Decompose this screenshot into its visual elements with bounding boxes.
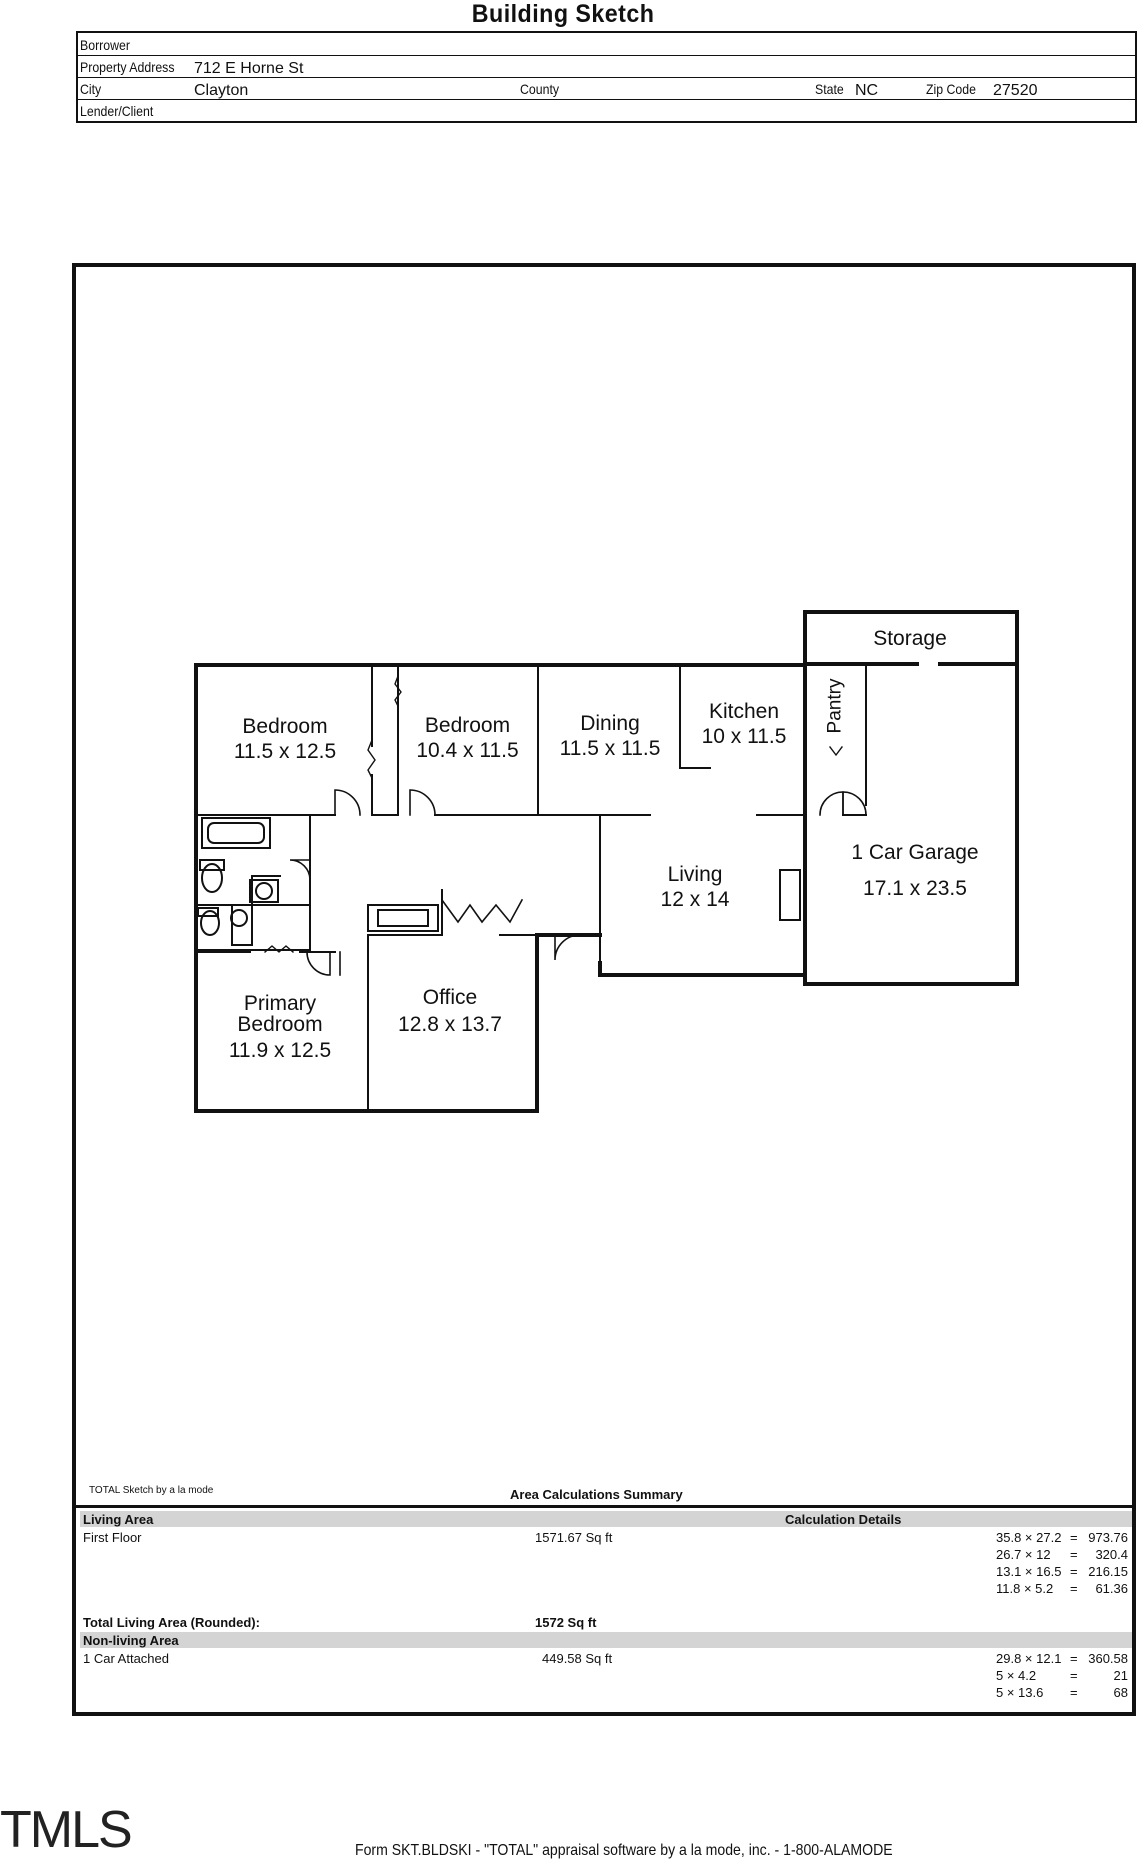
room-primary-bedroom: Primary Bedroom 11.9 x 12.5 [210, 993, 350, 1061]
calc-eq: = [1070, 1668, 1078, 1683]
office-name: Office [422, 986, 478, 1009]
primary-dim: 11.9 x 12.5 [228, 1039, 332, 1062]
dining-name: Dining [580, 712, 640, 735]
page-title: Building Sketch [471, 0, 655, 28]
nonliving-area-bar [80, 1632, 1132, 1648]
address-value: 712 E Horne St [194, 60, 304, 77]
bedroom-1-name: Bedroom [242, 715, 328, 738]
calc-eq: = [1070, 1651, 1078, 1666]
calc-eq: = [1070, 1547, 1078, 1562]
borrower-label: Borrower [80, 37, 130, 53]
zip-label: Zip Code [926, 81, 976, 97]
dining-dim: 11.5 x 11.5 [559, 737, 661, 760]
calc-row: 29.8 × 12.1 = 360.58 [996, 1651, 1128, 1668]
zip-value: 27520 [993, 82, 1038, 99]
calc-expr: 11.8 × 5.2 [996, 1581, 1054, 1596]
kitchen-name: Kitchen [708, 700, 780, 723]
bedroom-1-dim: 11.5 x 12.5 [233, 740, 337, 763]
garage-calcs: 29.8 × 12.1 = 360.58 5 × 4.2 = 21 5 × 13… [996, 1651, 1128, 1702]
total-living-value: 1572 Sq ft [535, 1615, 597, 1630]
room-bedroom-2: Bedroom 10.4 x 11.5 [405, 713, 530, 763]
state-value: NC [855, 82, 879, 99]
living-area-bar [80, 1511, 1132, 1527]
calc-result: 21 [1113, 1668, 1128, 1683]
bedroom-2-name: Bedroom [424, 714, 511, 737]
calc-result: 320.4 [1095, 1547, 1128, 1562]
garage-area-label: 1 Car Attached [83, 1651, 169, 1666]
software-note: TOTAL Sketch by a la mode [89, 1485, 214, 1496]
calc-expr: 5 × 13.6 [996, 1685, 1044, 1700]
calc-result: 973.76 [1088, 1530, 1128, 1545]
calc-eq: = [1070, 1564, 1078, 1579]
sketch-frame [72, 263, 1136, 1716]
lender-label: Lender/Client [80, 103, 154, 119]
calc-result: 216.15 [1088, 1564, 1128, 1579]
garage-name: 1 Car Garage [851, 841, 979, 864]
living-dim: 12 x 14 [660, 888, 730, 911]
interior-walls [195, 664, 867, 1112]
state-label: State [815, 81, 844, 97]
calc-row: 5 × 4.2 = 21 [996, 1668, 1128, 1685]
calc-expr: 26.7 × 12 [996, 1547, 1051, 1562]
calc-eq: = [1070, 1530, 1078, 1545]
calc-result: 61.36 [1095, 1581, 1128, 1596]
city-value: Clayton [194, 82, 249, 99]
calc-row: 13.1 × 16.5 = 216.15 [996, 1564, 1128, 1581]
pantry-label: Pantry [824, 678, 846, 734]
calc-row: 11.8 × 5.2 = 61.36 [996, 1581, 1128, 1598]
living-name: Living [667, 863, 723, 886]
calc-row: 5 × 13.6 = 68 [996, 1685, 1128, 1702]
living-area-header: Living Area [83, 1512, 154, 1527]
room-garage: 1 Car Garage 17.1 x 23.5 [835, 835, 995, 907]
closet-doors [264, 663, 918, 953]
primary-name-1: Primary [243, 992, 317, 1015]
calc-expr: 35.8 × 27.2 [996, 1530, 1062, 1545]
address-label: Property Address [80, 59, 175, 75]
calc-result: 360.58 [1088, 1651, 1128, 1666]
calc-row: 35.8 × 27.2 = 973.76 [996, 1530, 1128, 1547]
calc-expr: 29.8 × 12.1 [996, 1651, 1062, 1666]
primary-name-2: Bedroom [237, 1013, 323, 1036]
address-row: Property Address 712 E Horne St [78, 55, 1135, 78]
garage-area-value: 449.58 Sq ft [542, 1651, 613, 1666]
city-label: City [80, 81, 102, 97]
door-swings [289, 789, 867, 976]
room-kitchen: Kitchen 10 x 11.5 [684, 699, 804, 749]
first-floor-calcs: 35.8 × 27.2 = 973.76 26.7 × 12 = 320.4 1… [996, 1530, 1128, 1598]
kitchen-dim: 10 x 11.5 [701, 725, 787, 748]
county-label: County [520, 81, 560, 97]
calc-expr: 5 × 4.2 [996, 1668, 1037, 1683]
room-bedroom-1: Bedroom 11.5 x 12.5 [230, 714, 340, 764]
room-office: Office 12.8 x 13.7 [380, 984, 520, 1038]
calc-eq: = [1070, 1685, 1078, 1700]
first-floor-value: 1571.67 Sq ft [535, 1530, 613, 1545]
borrower-row: Borrower [78, 33, 1135, 56]
bedroom-2-dim: 10.4 x 11.5 [416, 739, 519, 762]
calc-row: 26.7 × 12 = 320.4 [996, 1547, 1128, 1564]
mls-logo: TMLS [0, 1801, 133, 1859]
storage-label: Storage [873, 627, 947, 650]
office-dim: 12.8 x 13.7 [398, 1013, 502, 1036]
area-summary-title: Area Calculations Summary [510, 1487, 683, 1502]
lender-row: Lender/Client [78, 99, 1135, 123]
room-living: Living 12 x 14 [640, 862, 750, 912]
nonliving-area-header: Non-living Area [83, 1633, 179, 1648]
first-floor-label: First Floor [83, 1530, 142, 1545]
form-footer: Form SKT.BLDSKI - "TOTAL" appraisal soft… [355, 1842, 893, 1859]
city-row: City Clayton County State NC Zip Code 27… [78, 77, 1135, 100]
garage-dim: 17.1 x 23.5 [863, 877, 967, 900]
room-dining: Dining 11.5 x 11.5 [540, 711, 680, 761]
calc-result: 68 [1113, 1685, 1128, 1700]
calc-expr: 13.1 × 16.5 [996, 1564, 1062, 1579]
summary-divider [76, 1505, 1132, 1508]
calc-details-header: Calculation Details [785, 1512, 902, 1527]
calc-eq: = [1070, 1581, 1078, 1596]
header-form: Borrower Property Address 712 E Horne St… [76, 31, 1137, 123]
total-living-label: Total Living Area (Rounded): [83, 1615, 260, 1630]
